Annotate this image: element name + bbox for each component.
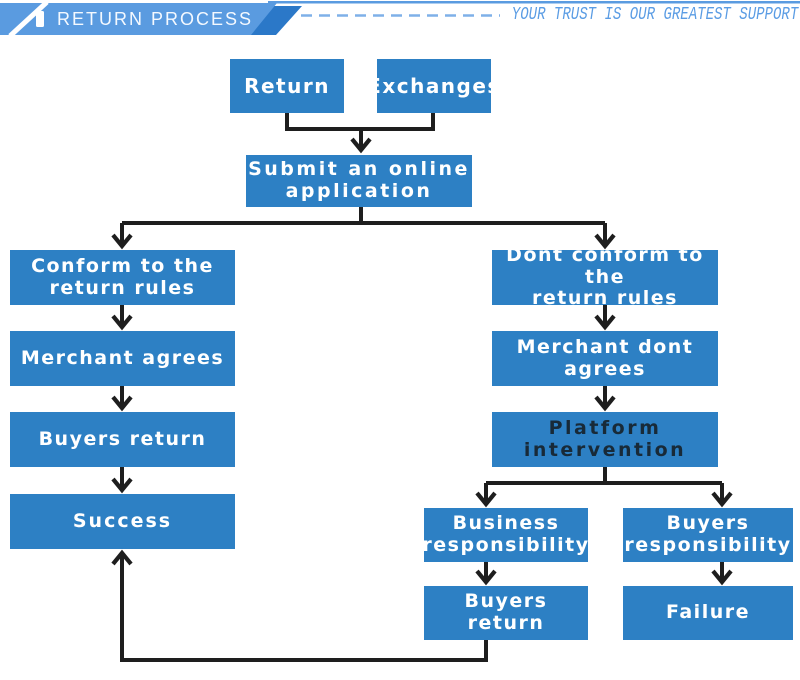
header-top-rule [268,1,800,4]
flow-node-return: Return [230,59,344,113]
flow-node-dont-conform-rules: Dont conform to the return rules [492,244,718,309]
connector-merge-top [285,113,435,131]
banner-slash-decoration [8,0,49,38]
page-title: RETURN PROCESS [57,9,254,29]
flow-node-buyers-return-left: Buyers return [10,412,235,467]
flow-node-buyers-responsibility: Buyers responsibility [623,508,793,562]
banner-shape [0,3,277,35]
flow-node-failure: Failure [623,586,793,640]
flow-node-exchanges: Exchanges [367,59,499,113]
flow-node-merchant-agrees: Merchant agrees [10,331,235,386]
flow-node-buyers-return-right: Buyers return [424,586,588,640]
flow-node-conform-rules: Conform to the return rules [10,250,235,305]
flow-node-submit-application: Submit an online application [246,155,472,207]
page-header: RETURN PROCESS YOUR TRUST IS OUR GREATES… [0,0,800,40]
flow-node-platform-intervention: Platform intervention [492,412,718,467]
flow-node-success: Success [10,494,235,549]
header-slogan: YOUR TRUST IS OUR GREATEST SUPPORT [511,5,798,25]
flow-node-business-responsibility: Business responsibility [422,508,588,562]
header-banner-decoration [0,0,800,38]
title-wrap: RETURN PROCESS [57,3,253,35]
flow-node-merchant-dont-agrees: Merchant dont agrees [492,331,718,386]
title-bar-icon [36,11,44,27]
